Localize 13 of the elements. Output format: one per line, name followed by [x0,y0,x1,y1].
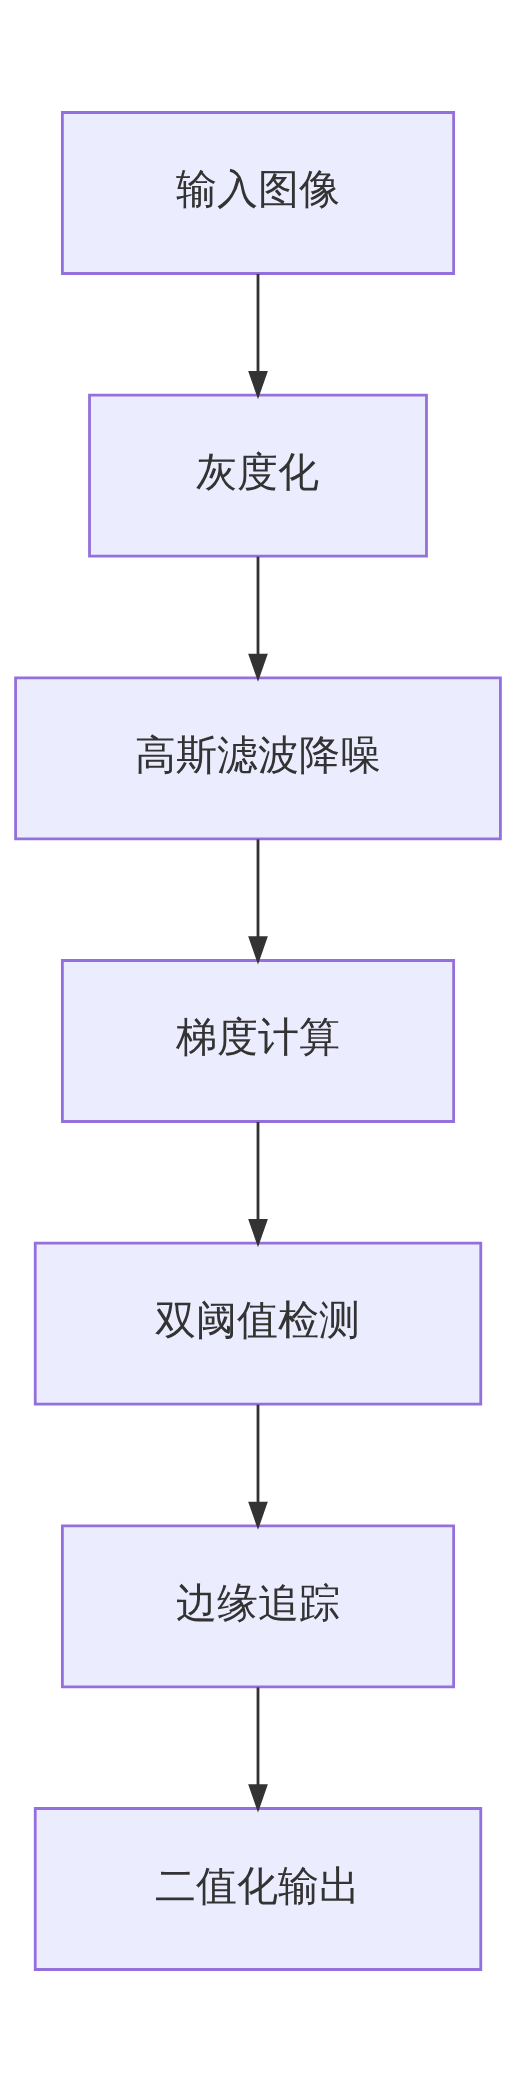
arrow [248,1122,268,1248]
arrow [248,1404,268,1530]
node-box: 边缘追踪 [60,1524,456,1689]
arrow [248,556,268,682]
node-box: 二值化输出 [33,1807,483,1971]
node-box: 灰度化 [88,393,428,558]
arrow [248,839,268,965]
arrow [248,274,268,400]
arrow [248,1687,268,1813]
node-box: 输入图像 [60,111,456,275]
node-box: 高斯滤波降噪 [14,676,502,841]
node-box: 双阈值检测 [33,1241,483,1406]
node-box: 梯度计算 [60,959,456,1123]
